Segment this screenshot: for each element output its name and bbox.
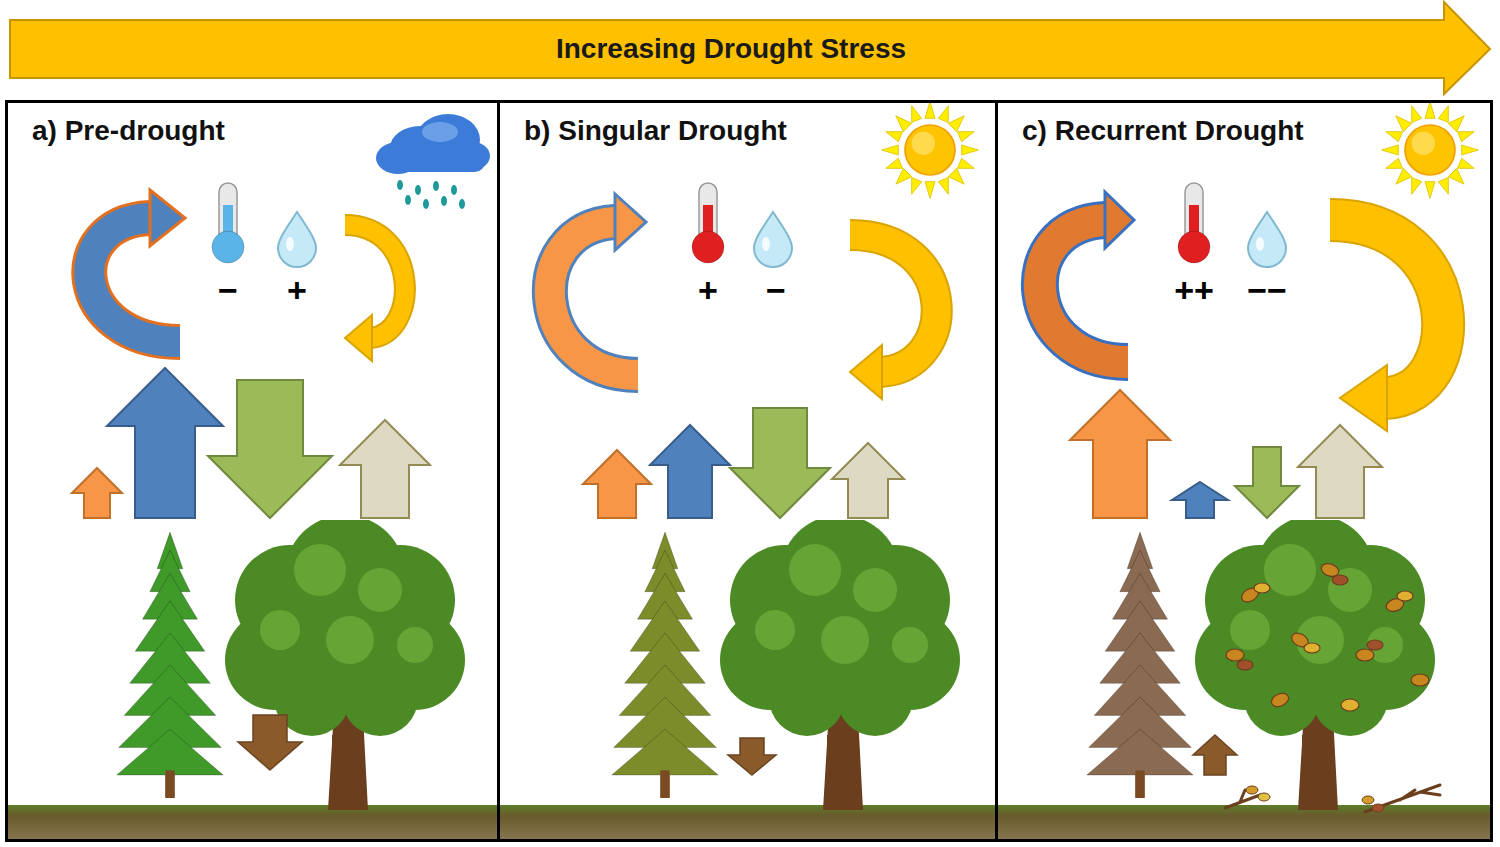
sign-label: − (218, 273, 238, 307)
arrow-polygon (10, 2, 1490, 94)
sign-label: + (698, 273, 718, 307)
panel-heading: c) Recurrent Drought (1022, 115, 1304, 147)
scenario-panel: a) Pre-drought (5, 100, 500, 842)
sign-label: −− (1247, 273, 1287, 307)
panel-heading: b) Singular Drought (524, 115, 787, 147)
scenario-panel: b) Singular Drought (497, 100, 998, 842)
sign-label: ++ (1174, 273, 1214, 307)
band-label: Increasing Drought Stress (556, 33, 906, 65)
stress-arrow-band: Increasing Drought Stress (8, 0, 1494, 98)
scenario-panel: c) Recurrent Drought (995, 100, 1493, 842)
panel-heading: a) Pre-drought (32, 115, 225, 147)
sign-label: + (287, 273, 307, 307)
sign-label: − (766, 273, 786, 307)
